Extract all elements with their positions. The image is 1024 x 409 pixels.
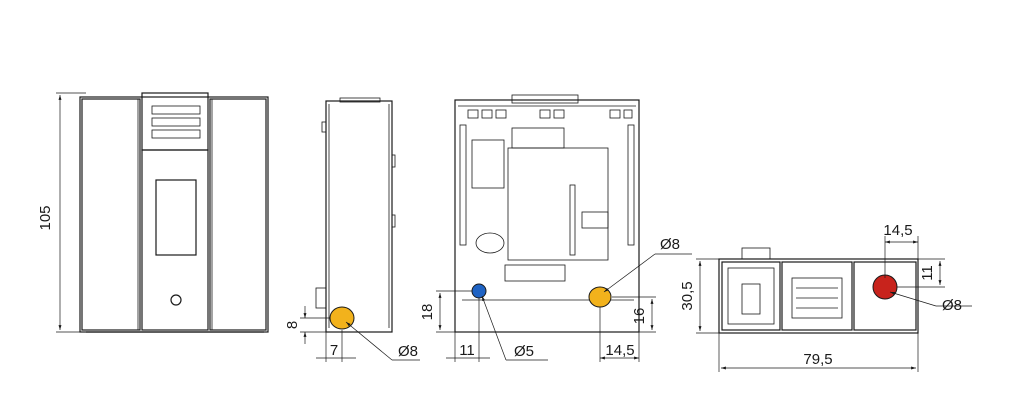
dim-label-8: 8 [284, 321, 301, 329]
front-knob [170, 294, 182, 306]
vent-grid [504, 264, 566, 282]
front-right-panel [209, 98, 267, 331]
top-hopper-latch [741, 283, 761, 315]
dim-label-11-back: 11 [459, 342, 475, 359]
back-left-rail [459, 124, 467, 246]
front-body-outline [79, 96, 269, 333]
front-view: 105 [37, 92, 269, 333]
top-grille [791, 277, 843, 319]
top-left-section [721, 261, 781, 331]
dim-label-7: 7 [330, 342, 338, 359]
top-hopper-lid [727, 267, 775, 325]
grille-slot [151, 129, 201, 139]
side-flue-collar [315, 287, 327, 309]
side-body-outline [325, 100, 393, 333]
back-center-rail [569, 184, 576, 256]
back-exhaust-port [588, 286, 612, 308]
side-hinge [391, 154, 396, 168]
vent-grid [471, 139, 505, 189]
vent-slot [467, 109, 479, 119]
back-view: 18 11 Ø5 Ø8 16 14,5 [419, 94, 692, 362]
dia-label-5: Ø5 [514, 343, 534, 360]
back-oval-opening [475, 232, 505, 254]
dim-label-14-5-back: 14,5 [605, 342, 634, 359]
height-label: 105 [37, 205, 54, 230]
back-air-intake-port [471, 283, 487, 299]
back-service-panel [507, 147, 609, 261]
back-right-rail [627, 124, 635, 246]
vent-slot [539, 109, 551, 119]
dia-label-side: Ø8 [398, 343, 418, 360]
side-hinge [391, 214, 396, 228]
vent-slot [481, 109, 493, 119]
vent-slot [609, 109, 621, 119]
top-body-outline [718, 258, 919, 334]
side-latch [321, 121, 327, 133]
width-label: 79,5 [803, 351, 832, 368]
grille-slot [151, 117, 201, 127]
front-glass-window [155, 179, 197, 256]
dim-label-16: 16 [631, 308, 648, 325]
dim-label-30-5: 30,5 [679, 281, 696, 310]
top-exhaust-port [872, 274, 898, 300]
dim-label-14-5-top: 14,5 [883, 222, 912, 239]
leader-line [345, 321, 393, 361]
dia-label-back: Ø8 [660, 236, 680, 253]
dia-label-top: Ø8 [942, 297, 962, 314]
grille-slot [151, 105, 201, 115]
vent-slot [623, 109, 633, 119]
vent-slot [553, 109, 565, 119]
dim-label-11-top: 11 [919, 265, 936, 281]
vent-grid [511, 127, 565, 149]
dim-label-18: 18 [419, 304, 436, 321]
top-center-section [781, 261, 853, 331]
back-electrical-box [581, 211, 609, 229]
side-top-lip [339, 97, 381, 103]
front-left-panel [81, 98, 141, 331]
side-view: 8 7 Ø8 [284, 97, 420, 362]
leader-line [603, 253, 656, 293]
top-view: 30,5 14,5 11 Ø8 79,5 [679, 222, 972, 372]
back-top-handle [511, 94, 579, 104]
top-handle [741, 247, 771, 260]
back-body-outline [454, 99, 640, 333]
leader-line [481, 295, 507, 361]
leader-line [889, 291, 937, 307]
vent-slot [495, 109, 507, 119]
front-door [141, 149, 209, 331]
